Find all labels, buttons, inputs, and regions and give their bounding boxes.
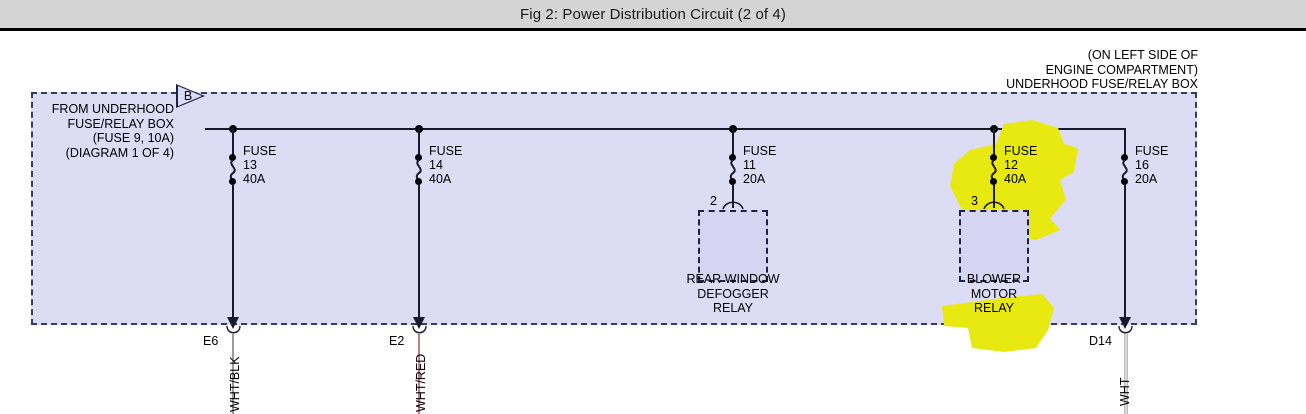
fuse-rating-12: 40A [1004, 172, 1027, 187]
fuse-terminal-top-12 [990, 154, 997, 161]
fuse-lead-bottom-14 [418, 184, 420, 320]
fuse-name-12: FUSE [1004, 144, 1038, 158]
relay-label-1-line3: RELAY [712, 301, 754, 316]
source-label: FROM UNDERHOOD FUSE/RELAY BOX (FUSE 9, 1… [48, 102, 174, 160]
page-title: Fig 2: Power Distribution Circuit (2 of … [520, 5, 786, 23]
exit-arrow-e6 [227, 317, 239, 329]
fuse-lead-top-16 [1124, 128, 1126, 160]
source-label-line1: FROM UNDERHOOD [51, 102, 174, 116]
source-label-line2: FUSE/RELAY BOX [67, 116, 174, 131]
relay-pin-number-1: 2 [710, 194, 717, 208]
wiring-diagram-canvas: (ON LEFT SIDE OF ENGINE COMPARTMENT) UND… [0, 34, 1306, 414]
exit-arc-d14 [1118, 326, 1133, 334]
underhood-box-note-line1: (ON LEFT SIDE OF [1087, 48, 1198, 62]
fuse-lead-top-14 [418, 128, 420, 160]
exit-wire-e2 [418, 334, 420, 414]
blower-motor-relay-label: BLOWER MOTOR RELAY [919, 272, 1069, 316]
fuse-lead-top-12 [993, 128, 995, 160]
fuse-name-16: FUSE [1135, 144, 1169, 158]
wire-jump-arc-relay-2 [983, 201, 1005, 210]
window-title-bar: Fig 2: Power Distribution Circuit (2 of … [0, 0, 1306, 31]
rear-window-defogger-relay-label: REAR WINDOW DEFOGGER RELAY [658, 272, 808, 316]
relay-label-1-line2: DEFOGGER [697, 286, 769, 301]
exit-wire-color-e6: WHT/BLK [228, 356, 242, 412]
connector-b-symbol: B [176, 84, 208, 108]
fuse-terminal-top-14 [415, 154, 422, 161]
underhood-box-note: (ON LEFT SIDE OF ENGINE COMPARTMENT) UND… [1006, 48, 1198, 92]
underhood-box-note-line3: UNDERHOOD FUSE/RELAY BOX [1006, 77, 1198, 92]
fuse-rating-14: 40A [429, 172, 452, 187]
exit-wire-d14 [1124, 334, 1128, 414]
relay-label-1-line1: REAR WINDOW [686, 272, 780, 286]
fuse-lead-bottom-12 [993, 184, 995, 208]
fuse-terminal-bottom-16 [1121, 178, 1128, 185]
exit-wire-e6 [232, 334, 234, 414]
exit-arrow-e2 [413, 317, 425, 329]
fuse-lead-top-13 [232, 128, 234, 160]
fuse-rating-11: 20A [743, 172, 766, 187]
fuse-rating-16: 20A [1135, 172, 1158, 187]
fuse-label-16: FUSE 16 20A [1135, 144, 1168, 187]
fuse-terminal-bottom-13 [229, 178, 236, 185]
exit-arrow-d14 [1119, 317, 1131, 329]
fuse-terminal-bottom-14 [415, 178, 422, 185]
relay-label-2-line3: RELAY [973, 301, 1015, 316]
fuse-label-14: FUSE 14 40A [429, 144, 462, 187]
relay-label-2-line2: MOTOR [970, 286, 1018, 301]
exit-pin-label-e6: E6 [203, 334, 219, 348]
fuse-lead-bottom-11 [732, 184, 734, 208]
fuse-label-13: FUSE 13 40A [243, 144, 276, 187]
fuse-number-11: 11 [743, 158, 756, 173]
highlight-blob-blower-relay [942, 294, 1054, 352]
exit-pin-label-e2: E2 [389, 334, 405, 348]
fuse-terminal-bottom-11 [729, 178, 736, 185]
fuse-terminal-top-16 [1121, 154, 1128, 161]
underhood-box-note-line2: ENGINE COMPARTMENT) [1045, 62, 1198, 77]
power-bus-line [205, 128, 1126, 130]
connector-triangle-fill [178, 86, 202, 106]
exit-arc-e2 [412, 326, 427, 334]
connector-label: B [183, 89, 193, 103]
relay-label-2-line1: BLOWER [966, 272, 1022, 286]
fuse-lead-top-11 [732, 128, 734, 160]
fuse-terminal-top-13 [229, 154, 236, 161]
fuse-number-16: 16 [1135, 158, 1149, 173]
exit-arc-e6 [226, 326, 241, 334]
fuse-name-14: FUSE [429, 144, 463, 158]
fuse-number-13: 13 [243, 158, 257, 173]
blower-motor-relay-box [959, 210, 1029, 282]
highlight-layer [0, 34, 1306, 414]
exit-pin-label-d14: D14 [1089, 334, 1112, 348]
fuse-number-12: 12 [1004, 158, 1018, 173]
relay-pin-number-2: 3 [971, 194, 978, 208]
fuse-label-12: FUSE 12 40A [1004, 144, 1037, 187]
fuse-name-11: FUSE [743, 144, 777, 158]
wire-jump-arc-relay-1 [722, 201, 744, 210]
fuse-name-13: FUSE [243, 144, 277, 158]
fuse-lead-bottom-16 [1124, 184, 1126, 320]
fuse-lead-bottom-13 [232, 184, 234, 320]
exit-wire-color-d14: WHT [1118, 377, 1132, 406]
fuse-rating-13: 40A [243, 172, 266, 187]
fuse-terminal-bottom-12 [990, 178, 997, 185]
rear-window-defogger-relay-box [698, 210, 768, 282]
fuse-label-11: FUSE 11 20A [743, 144, 776, 187]
source-label-line4: (DIAGRAM 1 OF 4) [65, 145, 174, 160]
exit-wire-color-e2: WHT/RED [414, 353, 428, 412]
fuse-number-14: 14 [429, 158, 443, 173]
source-label-line3: (FUSE 9, 10A) [92, 131, 174, 146]
fuse-terminal-top-11 [729, 154, 736, 161]
